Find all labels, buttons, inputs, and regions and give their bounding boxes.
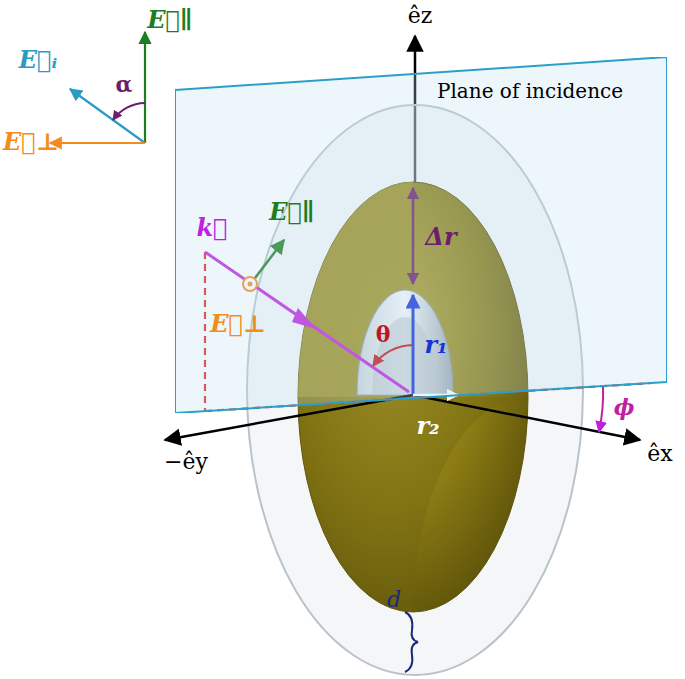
z-axis-label: êz bbox=[408, 3, 433, 28]
e-perp-label: E⃗⊥ bbox=[3, 127, 59, 156]
phi-label-box: ϕ bbox=[614, 395, 635, 419]
e-parallel-label-box: E⃗∥ bbox=[147, 7, 192, 33]
e-parallel-label-box: E⃗∥ bbox=[269, 199, 314, 225]
theta-label: θ bbox=[376, 321, 391, 347]
phi-arc bbox=[599, 385, 603, 432]
plane-label: Plane of incidence bbox=[437, 79, 623, 103]
x-axis-label-box: êx bbox=[647, 442, 672, 466]
phi-label: ϕ bbox=[614, 394, 635, 420]
thickness-bracket bbox=[405, 612, 418, 672]
k-vector-label-box: k⃗ bbox=[196, 215, 227, 241]
z-axis-label-box: êz bbox=[408, 4, 433, 28]
e-perp-arrow bbox=[50, 142, 145, 144]
e-perp-label-box: E⃗⊥ bbox=[3, 129, 59, 155]
e-perp-label: E⃗⊥ bbox=[210, 309, 266, 338]
delta-r-label-box: Δr bbox=[425, 224, 456, 250]
x-axis-label: êx bbox=[647, 441, 672, 466]
x-axis bbox=[413, 395, 640, 440]
r2-label: r₂ bbox=[416, 411, 439, 440]
k-vector-label: k⃗ bbox=[196, 213, 227, 242]
plane-polygon bbox=[175, 57, 667, 413]
r1-label: r₁ bbox=[424, 330, 447, 359]
r2-label-box: r₂ bbox=[416, 413, 439, 439]
y-axis-label-box: −êy bbox=[164, 450, 208, 474]
gold-lower-shade bbox=[298, 397, 528, 612]
thickness-label: d bbox=[387, 587, 401, 612]
e-parallel-arrow bbox=[144, 32, 146, 143]
y-axis-label: −êy bbox=[164, 449, 208, 474]
alpha-label: α bbox=[116, 71, 133, 97]
thickness-label-box: d bbox=[387, 588, 401, 612]
alpha-label-box: α bbox=[116, 72, 133, 96]
e-parallel-label: E⃗∥ bbox=[269, 197, 314, 226]
e-incident-label-box: E⃗ᵢ bbox=[19, 47, 57, 73]
e-perp-label-box: E⃗⊥ bbox=[210, 311, 266, 337]
e-incident-label: E⃗ᵢ bbox=[19, 45, 57, 74]
e-parallel-label: E⃗∥ bbox=[147, 5, 192, 34]
plane-outline bbox=[175, 57, 667, 413]
r1-label-box: r₁ bbox=[424, 332, 447, 358]
e-incident-arrow bbox=[70, 89, 145, 143]
alpha-arc bbox=[113, 103, 145, 120]
plane-of-incidence: Plane of incidence bbox=[175, 57, 667, 413]
theta-label-box: θ bbox=[376, 322, 391, 346]
polarization-inset bbox=[50, 32, 145, 143]
delta-r-label: Δr bbox=[425, 222, 456, 251]
